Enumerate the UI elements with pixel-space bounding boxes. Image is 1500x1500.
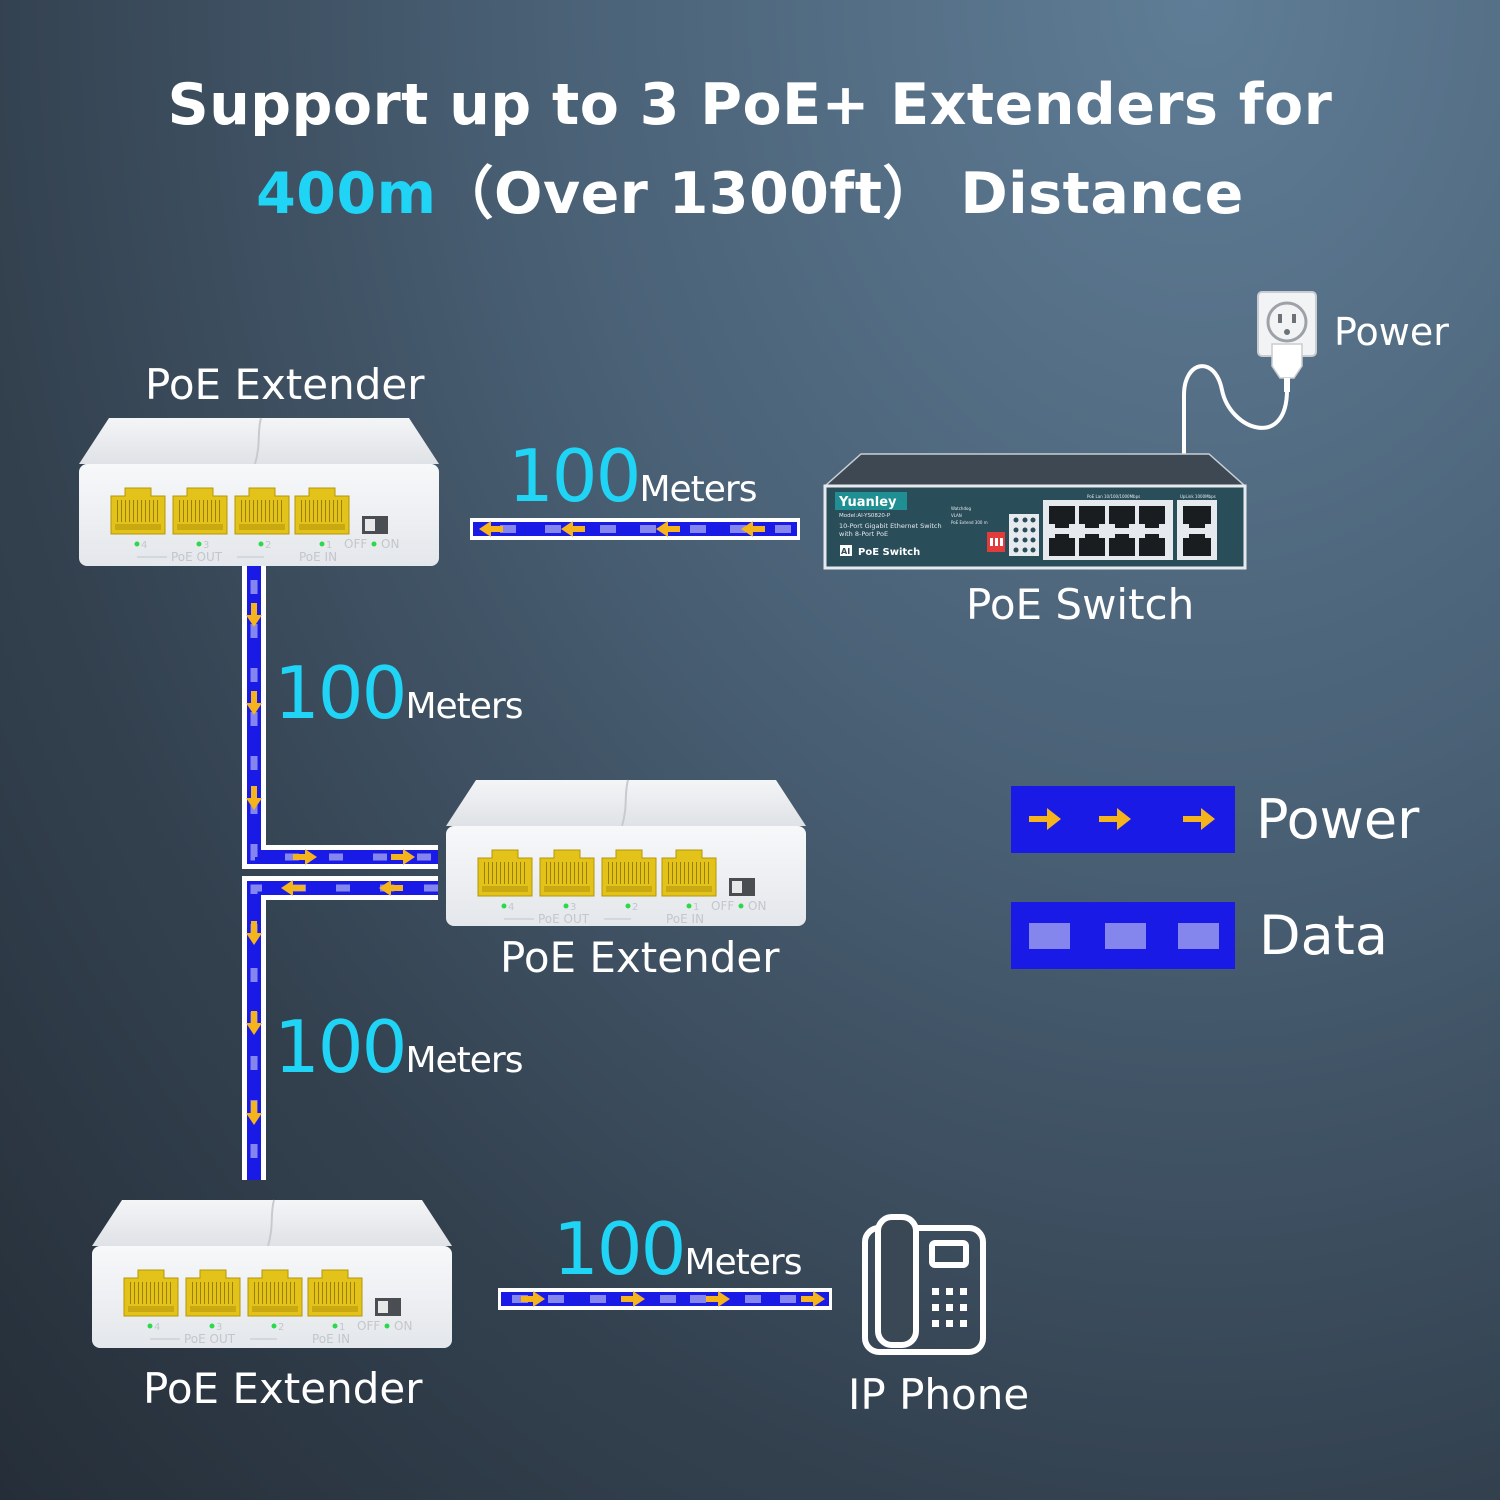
switch-badge: AI [841, 547, 850, 556]
switch-uplink: UpLink 1000Mbps [1180, 494, 1216, 499]
extender-3-label: PoE Extender [143, 1364, 423, 1413]
distance-unit: Meters [684, 1242, 802, 1283]
title-distance-word: Distance [960, 161, 1244, 227]
cable-segment-2 [242, 566, 438, 869]
poe-in-label: PoE IN [299, 550, 337, 564]
data-block [1178, 923, 1219, 949]
poe-extender-2: 4 3 2 1 OFF ON PoE OUT PoE IN [446, 779, 806, 926]
power-cord [1182, 364, 1289, 462]
phone-label: IP Phone [848, 1370, 1030, 1419]
cable-segment-3 [242, 876, 438, 1180]
distance-unit: Meters [639, 469, 757, 510]
poe-in-label: PoE IN [312, 1332, 350, 1346]
off-label: OFF [357, 1319, 380, 1333]
off-label: OFF [344, 537, 367, 551]
distance-number: 100 [274, 651, 407, 735]
switch-desc-1: 10-Port Gigabit Ethernet Switch [839, 522, 942, 530]
port-number: 2 [265, 540, 271, 551]
distance-label-4: 100Meters [553, 1213, 802, 1285]
on-label: ON [381, 537, 399, 551]
data-block [1105, 923, 1146, 949]
switch-brand: Yuanley [838, 495, 897, 510]
title-distance: 400m [256, 161, 437, 227]
switch-vlan: VLAN [951, 513, 962, 518]
data-block [1029, 923, 1070, 949]
extender-1-label: PoE Extender [145, 360, 425, 409]
poe-out-label: PoE OUT [184, 1332, 236, 1346]
cable-segment-4 [498, 1288, 832, 1310]
power-plug-icon [1271, 343, 1303, 392]
distance-unit: Meters [405, 1040, 523, 1081]
extender-2-label: PoE Extender [500, 933, 780, 982]
legend-power-arrows [1029, 808, 1215, 830]
distance-number: 100 [508, 434, 641, 518]
port-number: 4 [508, 902, 514, 913]
port-number: 3 [203, 540, 209, 551]
poe-out-label: PoE OUT [171, 550, 223, 564]
port-number: 4 [141, 540, 147, 551]
title-line-1: Support up to 3 PoE+ Extenders for [167, 72, 1333, 138]
legend-power-swatch [1011, 786, 1235, 853]
switch-poe-ports: PoE Lan 10/100/1000Mbps [1087, 494, 1140, 499]
distance-number: 100 [274, 1005, 407, 1089]
arrow-right-icon [1099, 808, 1131, 830]
poe-out-label: PoE OUT [538, 912, 590, 926]
legend-power-label: Power [1256, 788, 1420, 851]
legend-data-label: Data [1259, 904, 1388, 967]
switch-model: Model:AI-YS0820-P [839, 513, 891, 519]
port-number: 2 [278, 1322, 284, 1333]
ip-phone-icon [862, 1214, 986, 1355]
switch-label: PoE Switch [966, 580, 1195, 629]
port-number: 2 [632, 902, 638, 913]
distance-label-2: 100Meters [274, 657, 523, 729]
legend-data-swatch [1011, 902, 1235, 969]
off-label: OFF [711, 899, 734, 913]
port-number: 3 [216, 1322, 222, 1333]
arrow-right-icon [1029, 808, 1061, 830]
port-number: 1 [339, 1322, 345, 1333]
arrow-right-icon [1183, 808, 1215, 830]
distance-label-3: 100Meters [274, 1011, 523, 1083]
port-number: 1 [326, 540, 332, 551]
poe-extender-1: 4 3 2 1 OFF ON PoE OUT PoE IN [79, 417, 439, 566]
port-number: 4 [154, 1322, 160, 1333]
poe-switch: Yuanley Model:AI-YS0820-P 10-Port Gigabi… [823, 453, 1247, 570]
power-source-label: Power [1334, 310, 1449, 354]
title-line-2: 400m（Over 1300ft） Distance [0, 148, 1500, 230]
port-number: 3 [570, 902, 576, 913]
cable-segment-1 [470, 518, 800, 540]
switch-desc-2: with 8-Port PoE [839, 530, 888, 538]
distance-label-1: 100Meters [508, 440, 757, 512]
wall-outlet [1257, 291, 1317, 357]
switch-watchdog: Watchdog [951, 506, 971, 511]
on-label: ON [748, 899, 766, 913]
poe-extender-3: 4 3 2 1 OFF ON PoE OUT PoE IN [92, 1199, 452, 1348]
distance-number: 100 [553, 1207, 686, 1291]
on-label: ON [394, 1319, 412, 1333]
title-paren: （Over 1300ft） [436, 161, 940, 227]
switch-poe-label: PoE Switch [858, 547, 920, 558]
poe-in-label: PoE IN [666, 912, 704, 926]
switch-extend: PoE Extend 300 m [951, 520, 988, 525]
port-number: 1 [693, 902, 699, 913]
distance-unit: Meters [405, 686, 523, 727]
